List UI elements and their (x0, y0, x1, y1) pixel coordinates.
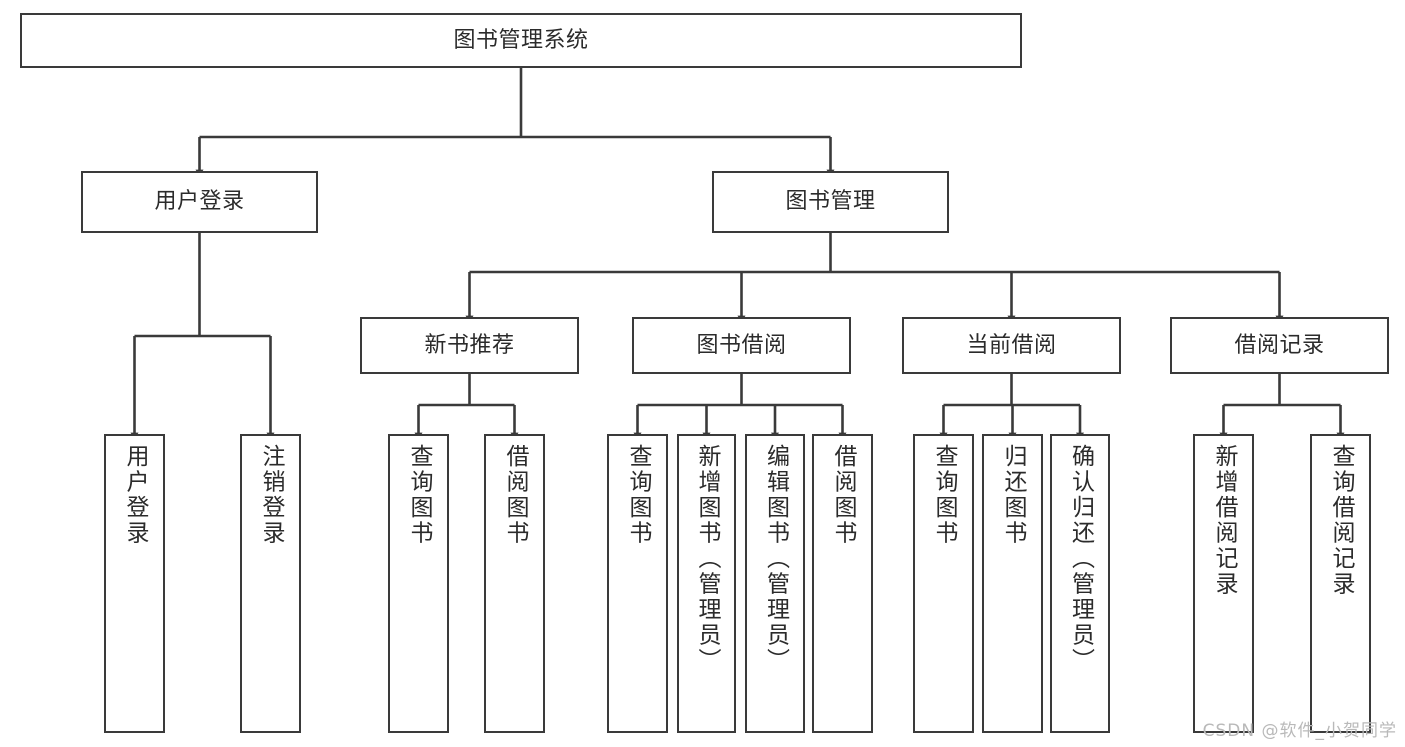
node-label: 当前借阅 (966, 332, 1057, 358)
node-label: 新增图书（管理员） (694, 444, 720, 674)
node-leaf-11[interactable]: 确认归还（管理员） (1050, 434, 1110, 733)
node-label: 注销登录 (258, 444, 284, 546)
node-label: 图书管理 (785, 189, 876, 215)
node-label: 归还图书 (1000, 444, 1026, 546)
node-label: 借阅图书 (830, 444, 856, 546)
node-leaf-7[interactable]: 编辑图书（管理员） (745, 434, 805, 733)
node-label: 编辑图书（管理员） (762, 444, 789, 674)
node-user-login[interactable]: 用户登录 (81, 171, 318, 233)
node-book-mgmt[interactable]: 图书管理 (712, 171, 949, 233)
node-label: 借阅记录 (1234, 332, 1325, 358)
node-leaf-9[interactable]: 查询图书 (913, 434, 974, 733)
node-leaf-3[interactable]: 查询图书 (388, 434, 449, 733)
node-leaf-13[interactable]: 查询借阅记录 (1310, 434, 1371, 733)
node-leaf-1[interactable]: 用户登录 (104, 434, 165, 733)
node-leaf-8[interactable]: 借阅图书 (812, 434, 873, 733)
node-book-borrow[interactable]: 图书借阅 (632, 317, 851, 374)
node-leaf-2[interactable]: 注销登录 (240, 434, 301, 733)
node-label: 查询图书 (406, 444, 432, 546)
node-label: 查询图书 (625, 444, 651, 546)
node-label: 确认归还（管理员） (1067, 444, 1094, 674)
node-label: 用户登录 (154, 189, 245, 215)
node-leaf-10[interactable]: 归还图书 (982, 434, 1043, 733)
node-label: 图书借阅 (696, 332, 787, 358)
node-leaf-6[interactable]: 新增图书（管理员） (677, 434, 736, 733)
node-new-book-rec[interactable]: 新书推荐 (360, 317, 579, 374)
node-label: 图书管理系统 (453, 27, 589, 53)
node-label: 用户登录 (122, 444, 148, 546)
node-root[interactable]: 图书管理系统 (20, 13, 1022, 68)
node-leaf-5[interactable]: 查询图书 (607, 434, 668, 733)
node-label: 借阅图书 (502, 444, 528, 546)
node-leaf-12[interactable]: 新增借阅记录 (1193, 434, 1254, 733)
node-label: 查询借阅记录 (1328, 444, 1354, 597)
node-label: 查询图书 (931, 444, 957, 546)
node-borrow-record[interactable]: 借阅记录 (1170, 317, 1389, 374)
node-current-borrow[interactable]: 当前借阅 (902, 317, 1121, 374)
node-label: 新增借阅记录 (1211, 444, 1237, 597)
watermark: CSDN @软件_小贺同学 (1202, 721, 1397, 741)
node-leaf-4[interactable]: 借阅图书 (484, 434, 545, 733)
node-label: 新书推荐 (424, 332, 515, 358)
